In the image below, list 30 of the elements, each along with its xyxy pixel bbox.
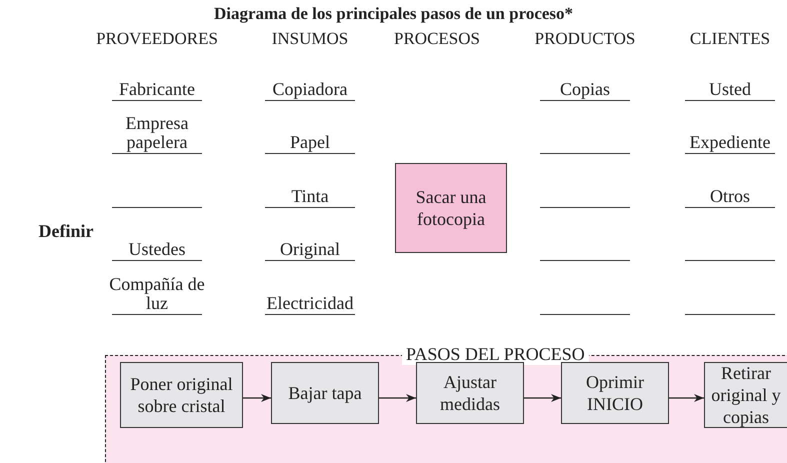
entry-text: Fabricante <box>118 80 196 99</box>
entry-text: Tinta <box>290 187 330 206</box>
entry-text: Empresa papelera <box>124 114 190 152</box>
process-box: Ajustar medidas <box>416 362 524 424</box>
arrow <box>669 394 704 402</box>
column-header: PROCESOS <box>394 28 480 50</box>
entry-text: Copias <box>558 80 611 99</box>
process-box: Retirar original y copias <box>704 362 787 428</box>
column-header: PRODUCTOS <box>534 28 636 50</box>
arrow <box>524 394 561 402</box>
process-box: Poner original sobre cristal <box>120 362 243 428</box>
entry-text: Ustedes <box>128 240 186 259</box>
entry-text: Otros <box>709 187 751 206</box>
entry-text: Compañía de luz <box>108 275 206 313</box>
entry-text: Papel <box>289 133 331 152</box>
column-header: INSUMOS <box>272 28 348 50</box>
entry-text: Electricidad <box>266 294 354 313</box>
diagram-title: Diagrama de los principales pasos de un proceso* <box>212 3 574 25</box>
entry-text: Expediente <box>688 133 772 152</box>
entry-text: Usted <box>708 80 752 99</box>
process-box: Sacar una fotocopia <box>395 163 507 253</box>
entry-text: Copiadora <box>272 80 348 99</box>
arrow <box>379 394 416 402</box>
column-header: CLIENTES <box>690 28 770 50</box>
process-box: Bajar tapa <box>271 362 379 424</box>
arrow <box>243 394 271 402</box>
column-header: PROVEEDORES <box>96 28 218 50</box>
process-box: Oprimir INICIO <box>561 362 669 424</box>
row-label: Definir <box>38 220 94 242</box>
entry-text: Original <box>279 240 341 259</box>
